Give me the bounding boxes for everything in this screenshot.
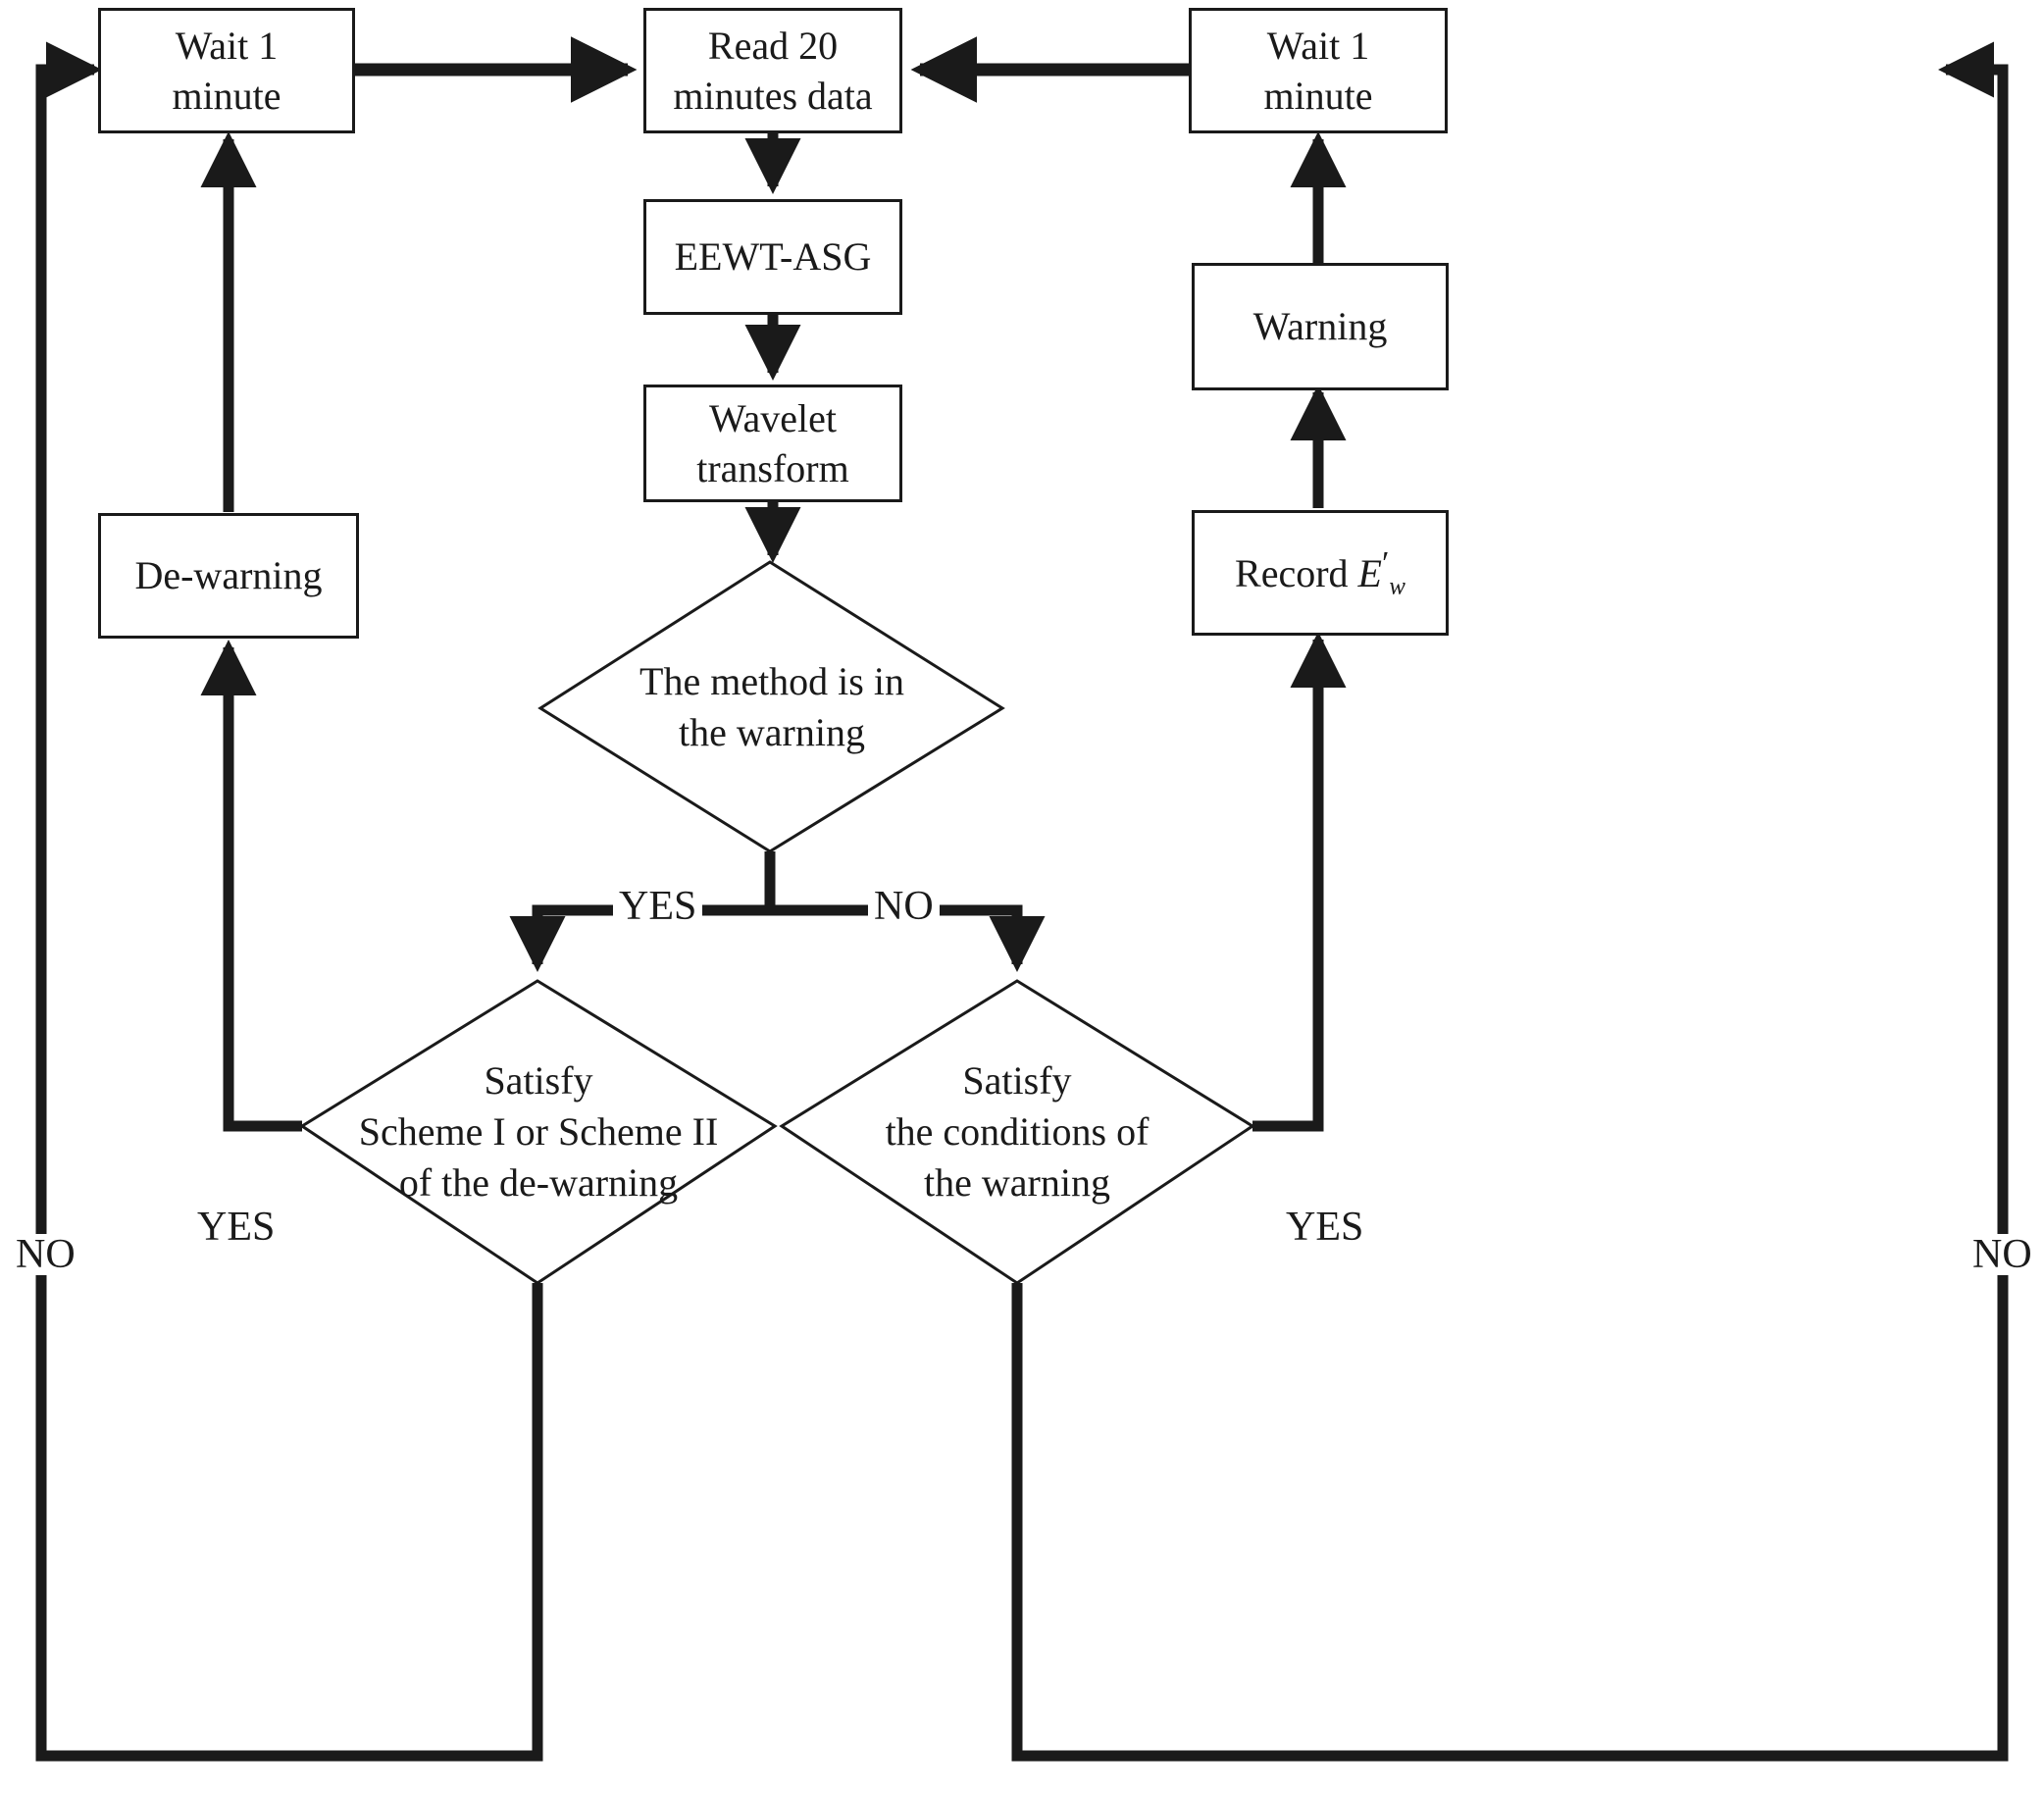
record-subscript: w [1389,573,1405,600]
node-eewt-asg[interactable]: EEWT-ASG [643,199,902,315]
edge-label-left-yes: YES [191,1207,281,1248]
edge-label-main-yes: YES [613,886,703,927]
record-prime: ′ [1381,545,1390,583]
edge-label-main-no: NO [868,886,940,927]
record-symbol: E [1357,551,1382,596]
edge-label-left-no: NO [10,1234,81,1275]
node-de-warning[interactable]: De-warning [98,513,359,639]
record-prefix: Record [1235,551,1358,596]
node-warning[interactable]: Warning [1192,263,1449,390]
node-record-ew[interactable]: Record E′w [1192,510,1449,636]
edge-main-no [770,904,1046,973]
record-label: Record E′w [1235,542,1405,602]
edge-left-yes-to-dewarning [200,639,302,1132]
edge-label-right-no: NO [1967,1234,2038,1275]
edge-label-right-yes: YES [1280,1207,1370,1248]
edge-right-yes-to-record [1252,631,1347,1132]
edge-left-no-to-waitleft [35,41,543,1762]
edge-right-no-to-waitright [1011,41,2009,1762]
